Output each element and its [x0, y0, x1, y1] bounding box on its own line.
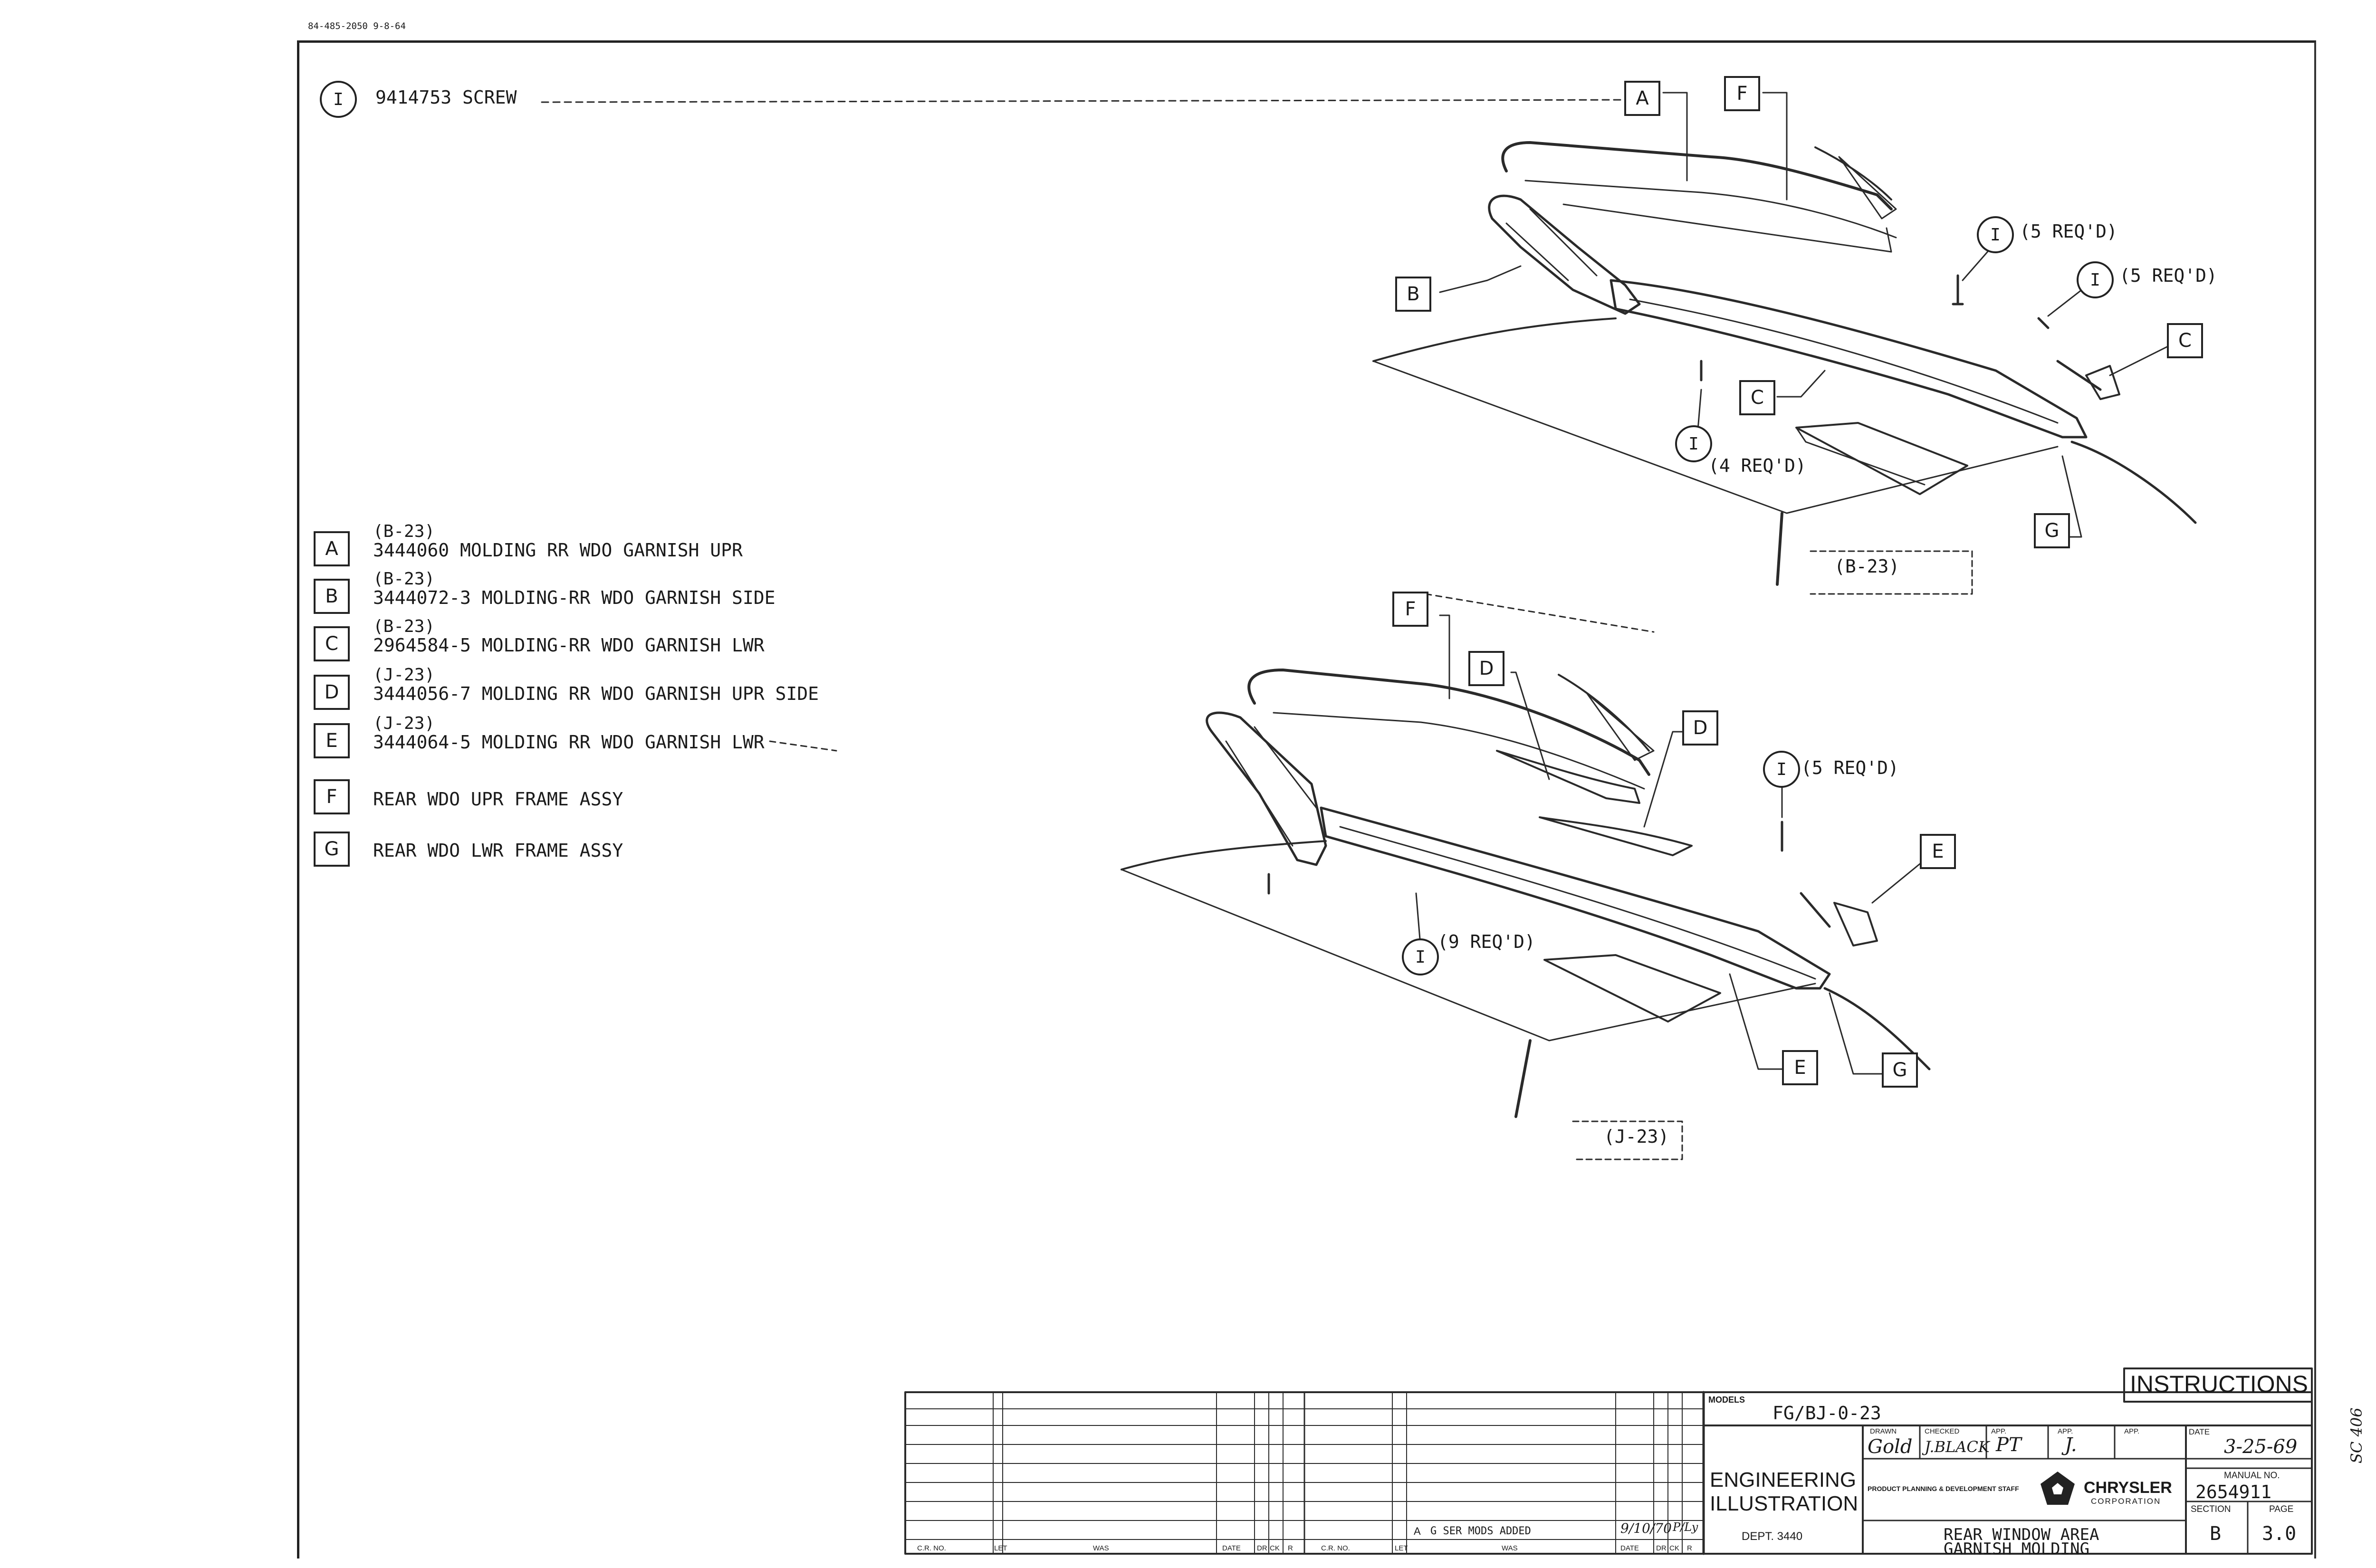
company-name: CHRYSLER — [2084, 1479, 2172, 1497]
bottom-qty-1: (5 REQ'D) — [1801, 757, 1899, 778]
rev-col-ck-1: CK — [1270, 1544, 1280, 1552]
legend-ref-e: (J-23) — [373, 714, 435, 733]
dept-line-2: ILLUSTRATION — [1710, 1492, 1859, 1515]
top-callout-b: B — [1395, 277, 1431, 312]
checked-label: CHECKED — [1925, 1427, 1960, 1435]
legend-letter-d: D — [314, 675, 350, 710]
company-sub: CORPORATION — [2091, 1497, 2161, 1506]
dept-code: DEPT. 3440 — [1742, 1530, 1803, 1543]
legend-text-f: REAR WDO UPR FRAME ASSY — [373, 789, 623, 810]
top-callout-c2: C — [2167, 323, 2203, 358]
bottom-callout-d1: D — [1468, 651, 1504, 686]
top-screw-callout-3: I — [1675, 425, 1712, 462]
date-label: DATE — [2189, 1427, 2210, 1436]
section-label: SECTION — [2191, 1504, 2231, 1514]
legend-text-e: 3444064-5 MOLDING RR WDO GARNISH LWR — [373, 732, 765, 753]
top-qty-2: (5 REQ'D) — [2119, 265, 2217, 286]
rev-col-cr-no-1: C.R. NO. — [917, 1544, 946, 1552]
bottom-callout-d2: D — [1682, 710, 1718, 746]
legend-text-c: 2964584-5 MOLDING-RR WDO GARNISH LWR — [373, 635, 765, 656]
manual-label: MANUAL NO. — [2224, 1471, 2280, 1481]
top-callout-f: F — [1724, 76, 1760, 111]
screw-callout: I — [320, 81, 357, 118]
rev-col-dr-2: DR — [1656, 1544, 1667, 1552]
top-callout-g: G — [2034, 513, 2070, 548]
rev-col-r-2: R — [1687, 1544, 1692, 1552]
legend-letter-f: F — [314, 779, 350, 814]
app-label-1: APP. — [1991, 1427, 2007, 1435]
models-label: MODELS — [1708, 1395, 1745, 1405]
bottom-callout-g: G — [1882, 1052, 1918, 1088]
manual-value: 2654911 — [2195, 1482, 2272, 1502]
revision-by: P/Ly — [1673, 1520, 1698, 1534]
legend-letter-b: B — [314, 579, 350, 614]
bottom-callout-f: F — [1392, 592, 1428, 627]
rev-col-let-1: LET — [994, 1544, 1007, 1552]
margin-note: SC 406 — [2347, 1407, 2366, 1463]
app-label-2: APP. — [2058, 1427, 2073, 1435]
staff-label: PRODUCT PLANNING & DEVELOPMENT STAFF — [1868, 1485, 2019, 1492]
rev-col-let-2: LET — [1395, 1544, 1408, 1552]
bottom-callout-e1: E — [1920, 834, 1956, 869]
bottom-screw-callout-2: I — [1402, 938, 1439, 975]
legend-text-a: 3444060 MOLDING RR WDO GARNISH UPR — [373, 540, 743, 561]
date-value: 3-25-69 — [2224, 1436, 2298, 1458]
rev-col-was-1: WAS — [1093, 1544, 1109, 1552]
models-value: FG/BJ-0-23 — [1772, 1403, 1881, 1424]
chrysler-pentastar-icon — [2041, 1472, 2075, 1505]
instructions-label: INSTRUCTIONS — [2130, 1371, 2308, 1397]
dept-line-1: ENGINEERING — [1710, 1468, 1857, 1492]
legend-ref-d: (J-23) — [373, 665, 435, 685]
rev-col-cr-no-2: C.R. NO. — [1321, 1544, 1350, 1552]
bottom-view-label: (J-23) — [1604, 1126, 1669, 1147]
checked-value: J.BLACK — [1925, 1438, 1990, 1456]
legend-ref-c: (B-23) — [373, 617, 435, 636]
legend-text-g: REAR WDO LWR FRAME ASSY — [373, 840, 623, 861]
revision-date: 9/10/70 — [1620, 1520, 1672, 1536]
legend-letter-e: E — [314, 723, 350, 758]
legend-letter-a: A — [314, 531, 350, 566]
rev-col-was-2: WAS — [1502, 1544, 1518, 1552]
doc-code: 84-485-2050 9-8-64 — [308, 21, 406, 31]
drawing-border — [297, 40, 2316, 1558]
drawing-title-line-2: GARNISH MOLDING — [1944, 1539, 2090, 1558]
rev-col-r-1: R — [1288, 1544, 1293, 1552]
revision-text: G SER MODS ADDED — [1430, 1525, 1531, 1537]
top-callout-c1: C — [1739, 380, 1775, 415]
app-value-1: PT — [1996, 1434, 2022, 1456]
legend-text-b: 3444072-3 MOLDING-RR WDO GARNISH SIDE — [373, 587, 776, 608]
section-value: B — [2210, 1523, 2222, 1545]
top-screw-callout-1: I — [1977, 216, 2014, 253]
legend-letter-c: C — [314, 626, 350, 661]
legend-text-d: 3444056-7 MOLDING RR WDO GARNISH UPR SID… — [373, 683, 819, 704]
drawn-label: DRAWN — [1870, 1427, 1897, 1435]
bottom-qty-2: (9 REQ'D) — [1437, 931, 1535, 952]
rev-col-dr-1: DR — [1257, 1544, 1267, 1552]
top-callout-a: A — [1624, 81, 1660, 116]
legend-ref-b: (B-23) — [373, 569, 435, 589]
app-label-3: APP. — [2124, 1427, 2140, 1435]
rev-col-date-1: DATE — [1222, 1544, 1241, 1552]
drawing-title-line-1: REAR WINDOW AREA — [1944, 1525, 2099, 1544]
rev-col-ck-2: CK — [1669, 1544, 1679, 1552]
top-qty-3: (4 REQ'D) — [1708, 455, 1806, 476]
bottom-screw-callout-1: I — [1763, 751, 1800, 788]
app-value-2: J. — [2065, 1434, 2077, 1456]
page-value: 3.0 — [2262, 1523, 2297, 1545]
drawn-value: Gold — [1868, 1436, 1913, 1458]
bottom-callout-e2: E — [1782, 1050, 1818, 1085]
rev-col-date-2: DATE — [1620, 1544, 1639, 1552]
page-label: PAGE — [2269, 1504, 2294, 1514]
top-view-label: (B-23) — [1834, 556, 1900, 577]
top-qty-1: (5 REQ'D) — [2020, 221, 2117, 242]
legend-ref-a: (B-23) — [373, 522, 435, 541]
screw-text: 9414753 SCREW — [375, 87, 517, 108]
legend-letter-g: G — [314, 832, 350, 867]
revision-letter: A — [1414, 1525, 1421, 1537]
top-screw-callout-2: I — [2077, 261, 2114, 298]
